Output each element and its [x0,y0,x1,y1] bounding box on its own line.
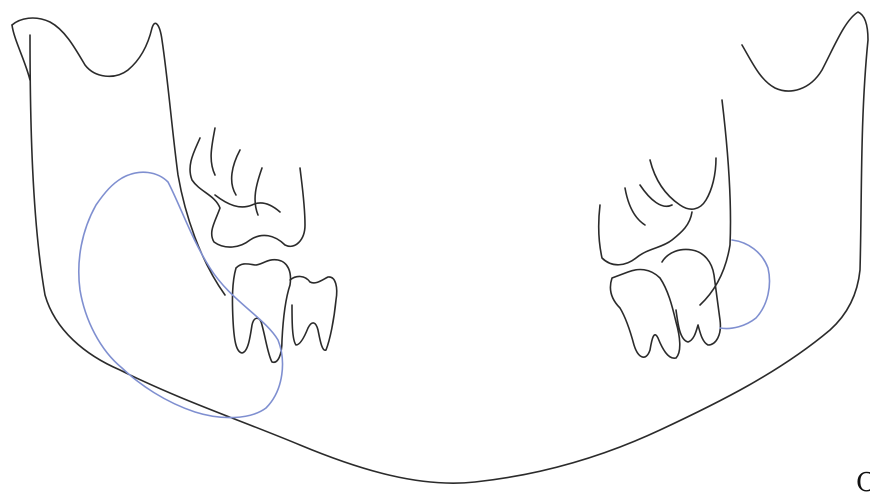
panel-label: C [856,470,870,496]
left-impacted-molar [599,158,716,265]
right-lesion-outline [79,172,283,417]
left-erupted-molar [610,270,679,359]
right-erupted-molar [232,260,290,363]
left-second-molar [662,250,720,346]
left-lesion-outline [720,240,770,329]
right-ramus [12,25,30,80]
right-second-molar [290,276,337,350]
right-impacted-molar [190,128,305,247]
mandible-outline [12,12,868,483]
